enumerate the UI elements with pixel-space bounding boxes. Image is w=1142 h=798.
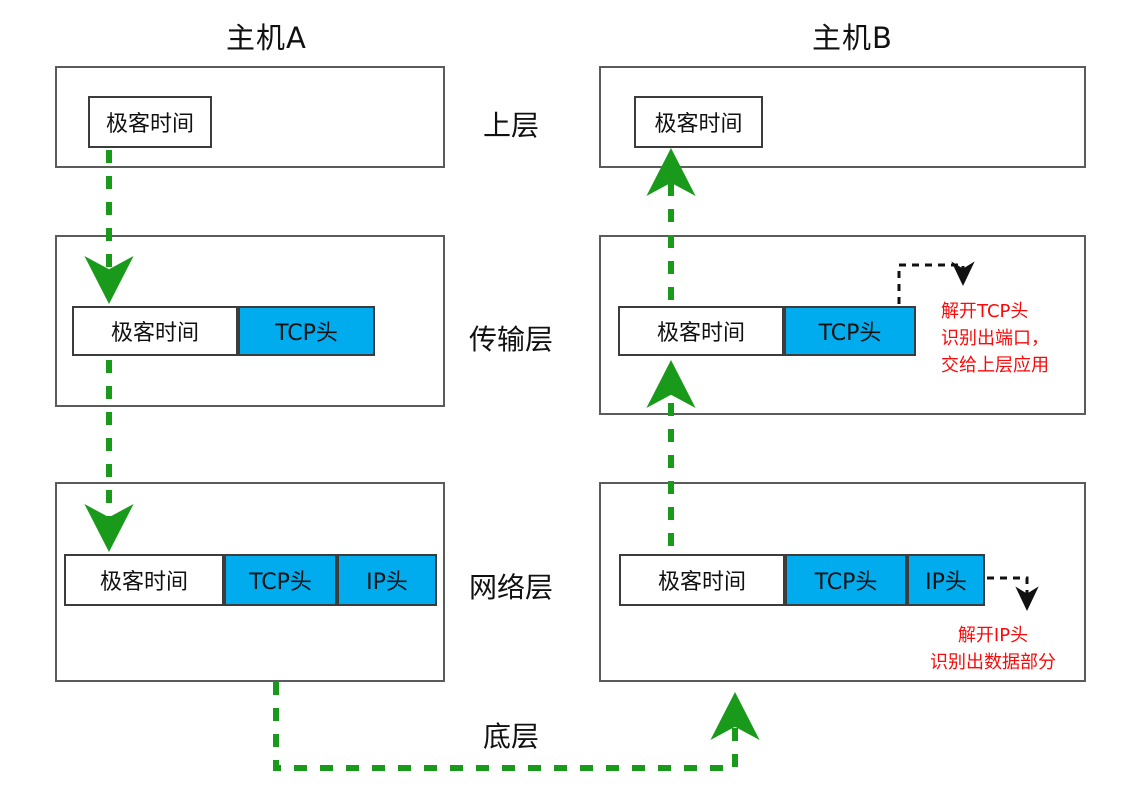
host-a-transport-tcp-header-segment: TCP头 [238,306,375,356]
host-b-network-ip-header-segment: IP头 [907,554,985,606]
host-a-upper-payload-segment: 极客时间 [88,96,212,148]
host-b-title: 主机B [812,21,893,55]
host-b-network-tcp-header-segment: TCP头 [785,554,907,606]
host-b-transport-tcp-header-segment: TCP头 [784,306,916,356]
annotation-line: 识别出数据部分 [930,652,1056,673]
host-b-upper-payload-segment: 极客时间 [634,96,763,148]
host-a-network-tcp-header-segment: TCP头 [224,554,337,606]
annotation-line: 解开TCP头 [941,301,1029,322]
annotation-line: 解开IP头 [957,625,1029,646]
annotation-line: 识别出端口， [941,328,1049,349]
host-b-network-payload-segment: 极客时间 [619,554,785,606]
network-decapsulation-annotation: 解开IP头 识别出数据部分 [930,622,1056,676]
layer-label-transport: 传输层 [469,323,554,356]
annotation-line: 交给上层应用 [941,355,1049,376]
host-a-network-payload-segment: 极客时间 [64,554,224,606]
host-a-transport-payload-segment: 极客时间 [72,306,238,356]
host-a-network-ip-header-segment: IP头 [337,554,437,606]
layer-label-network: 网络层 [469,571,554,604]
host-b-transport-payload-segment: 极客时间 [618,306,784,356]
layer-label-bottom: 底层 [483,720,540,753]
transport-decapsulation-annotation: 解开TCP头 识别出端口， 交给上层应用 [941,298,1049,379]
host-a-title: 主机A [226,21,307,55]
layer-label-upper: 上层 [483,109,540,142]
